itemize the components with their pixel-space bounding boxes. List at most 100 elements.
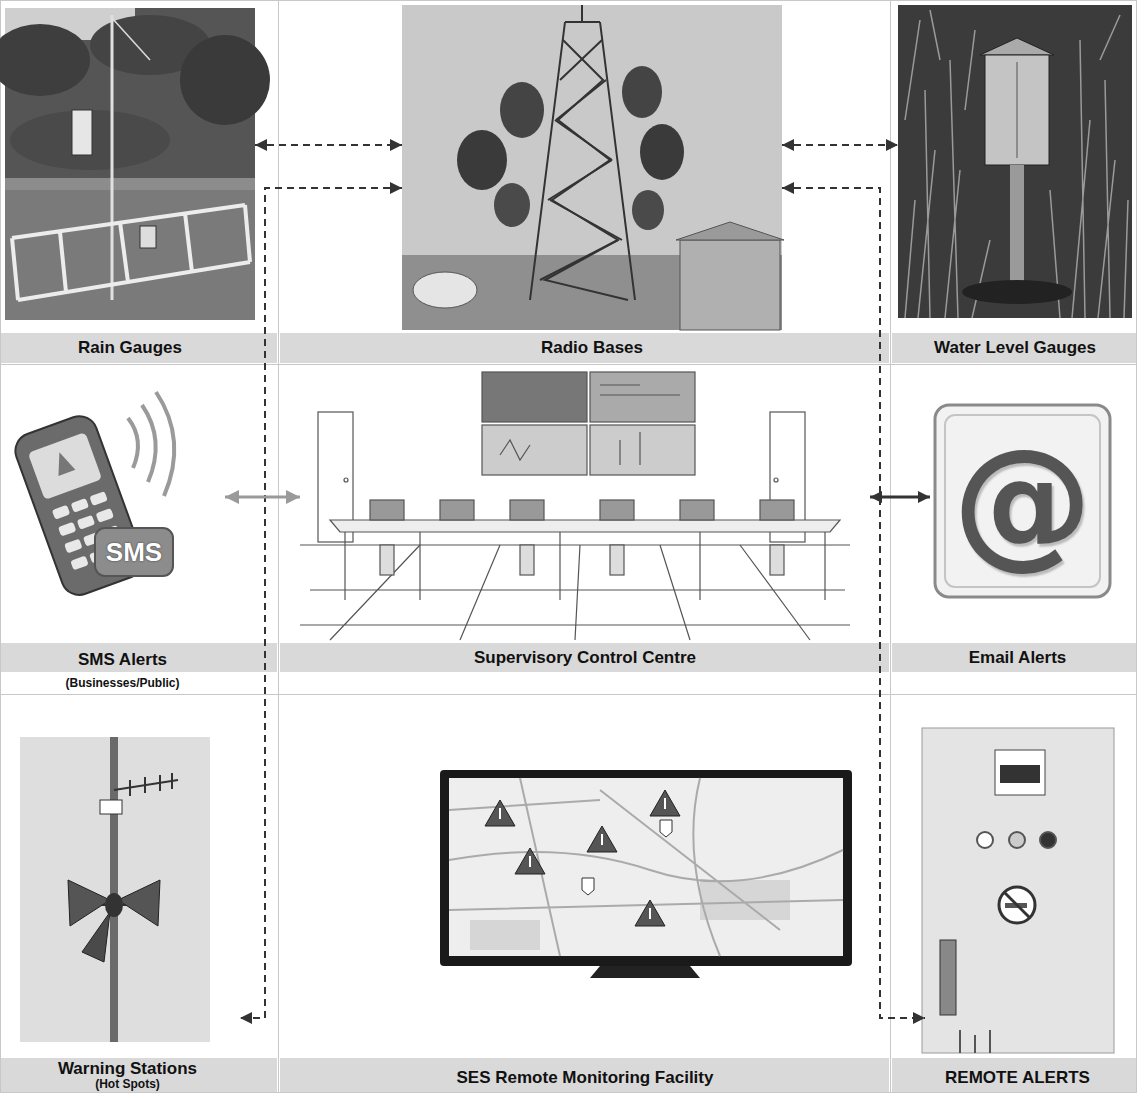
panel-title: SMS Alerts	[78, 645, 167, 674]
control-room-drawing-part	[500, 385, 680, 465]
panel-title: REMOTE ALERTS	[945, 1065, 1090, 1091]
monitor-map-part	[449, 778, 843, 956]
panel-node: Radio Bases	[402, 5, 782, 362]
control-room-drawing-part	[774, 478, 778, 482]
label-bar-part	[1, 333, 277, 363]
warning-siren-photo-part	[82, 912, 110, 962]
icon-text-box: SMS	[95, 528, 173, 576]
label-bar-part	[1, 1058, 277, 1092]
warning-siren-photo-part	[118, 880, 160, 926]
alarm-panel-photo-part	[1000, 765, 1040, 783]
radio-tower-photo	[402, 5, 784, 330]
connector-arrow	[782, 144, 898, 146]
rain-gauge-photo-part	[140, 226, 156, 248]
water-level-gauge-photo-part	[980, 38, 1054, 55]
panel-subtitle: (Businesses/Public)	[65, 674, 179, 692]
alarm-panel-photo-part	[940, 940, 956, 1015]
phone-icon-part-part-part	[96, 508, 114, 523]
alarm-panel-photo-part	[1040, 832, 1056, 848]
phone-icon-part-part-part	[77, 515, 95, 530]
panel-node: SES Remote Monitoring Facility	[400, 730, 770, 1091]
warning-siren-photo-part	[100, 800, 122, 814]
radio-tower-photo-part-part	[530, 22, 635, 300]
panel-title: Email Alerts	[969, 643, 1067, 672]
warning-siren-photo	[20, 737, 210, 1042]
radio-tower-photo-part-part	[545, 40, 628, 300]
phone-icon-part-part-part	[64, 539, 82, 554]
control-room-drawing-part-part	[370, 500, 404, 520]
connector-arrow	[240, 188, 402, 1018]
rain-gauge-photo-part-part	[12, 205, 250, 300]
alarm-panel-photo-part	[999, 887, 1035, 923]
warning-siren-photo-part	[105, 893, 123, 917]
phone-icon-part-part-part	[58, 522, 76, 537]
connector-arrow	[782, 188, 925, 1018]
phone-icon-part-part	[128, 418, 138, 468]
monitor-map-part-part	[601, 834, 603, 845]
rain-gauge-photo-part	[72, 110, 92, 155]
rain-gauge-photo-part	[12, 205, 250, 300]
alarm-panel-photo-part	[995, 750, 1045, 795]
control-room-drawing-part	[300, 545, 850, 640]
phone-icon-part-part-part	[89, 491, 107, 506]
panel-node: REMOTE ALERTS	[925, 725, 1110, 1091]
monitor-map-part-part	[515, 848, 545, 874]
email-icon-part	[935, 405, 1110, 597]
radio-tower-photo-part	[500, 82, 544, 138]
radio-tower-photo-part-part	[540, 40, 622, 280]
water-level-gauge-photo-part	[905, 10, 1128, 318]
phone-icon-part-part	[142, 405, 156, 482]
control-room-drawing-part	[482, 425, 587, 475]
phone-icon-part-part	[51, 449, 75, 476]
monitor-map-part-part	[587, 826, 617, 852]
phone-icon-part-part-part	[71, 498, 89, 513]
control-room-drawing-part	[370, 500, 794, 520]
panel-title: Water Level Gauges	[934, 333, 1096, 362]
radio-tower-photo-part	[402, 5, 782, 330]
radio-tower-photo-part	[680, 240, 780, 330]
phone-icon-part-part-part	[70, 556, 88, 571]
monitor-map-part-part	[499, 808, 501, 819]
connector-arrow	[225, 496, 300, 499]
label-bar-part	[280, 1058, 889, 1092]
connector-arrow	[870, 496, 930, 499]
alarm-panel-photo	[922, 728, 1114, 1053]
water-level-gauge-photo-part-part	[905, 10, 1128, 318]
monitor-map-part	[485, 790, 680, 926]
phone-icon-part-part	[156, 392, 174, 496]
warning-siren-photo-part	[20, 737, 210, 1042]
control-room-drawing-part	[345, 532, 825, 600]
radio-tower-photo-part	[457, 130, 507, 190]
control-room-drawing-part	[380, 545, 784, 575]
water-level-gauge-photo	[898, 5, 1132, 318]
warning-siren-photo-part	[80, 773, 178, 905]
phone-icon-part	[95, 528, 173, 576]
panel-grid-part	[0, 364, 1137, 365]
control-room-drawing-part	[482, 372, 587, 422]
label-bar-part	[892, 333, 1136, 363]
connector-arrow	[255, 144, 402, 146]
icon-symbol-box: @	[935, 405, 1110, 597]
warning-siren-photo-part	[68, 880, 110, 926]
panel-node: Warning Stations(Hot Spots)	[15, 730, 240, 1091]
control-room-drawing-part-part	[770, 545, 784, 575]
monitor-map-part-part	[529, 856, 531, 867]
water-level-gauge-photo-part	[1017, 62, 1018, 158]
water-level-gauge-photo-part	[1010, 165, 1024, 285]
panel-node: Supervisory Control Centre	[300, 368, 870, 672]
radio-tower-photo-part	[530, 22, 635, 300]
monitor-map-part-part	[582, 878, 594, 895]
alarm-panel-photo-part	[922, 728, 1114, 1053]
panel-node: Rain Gauges	[5, 5, 255, 362]
control-room-drawing-part	[330, 520, 840, 532]
monitor-map-part-part	[485, 800, 515, 826]
rain-gauge-photo-part	[0, 24, 90, 96]
radio-tower-photo-part	[640, 124, 684, 180]
alarm-panel-photo-part	[977, 832, 993, 848]
control-room-drawing-part	[590, 425, 695, 475]
panel-title: SES Remote Monitoring Facility	[457, 1065, 714, 1091]
rain-gauge-photo-part	[111, 15, 114, 300]
water-level-gauge-photo-part	[985, 55, 1049, 165]
